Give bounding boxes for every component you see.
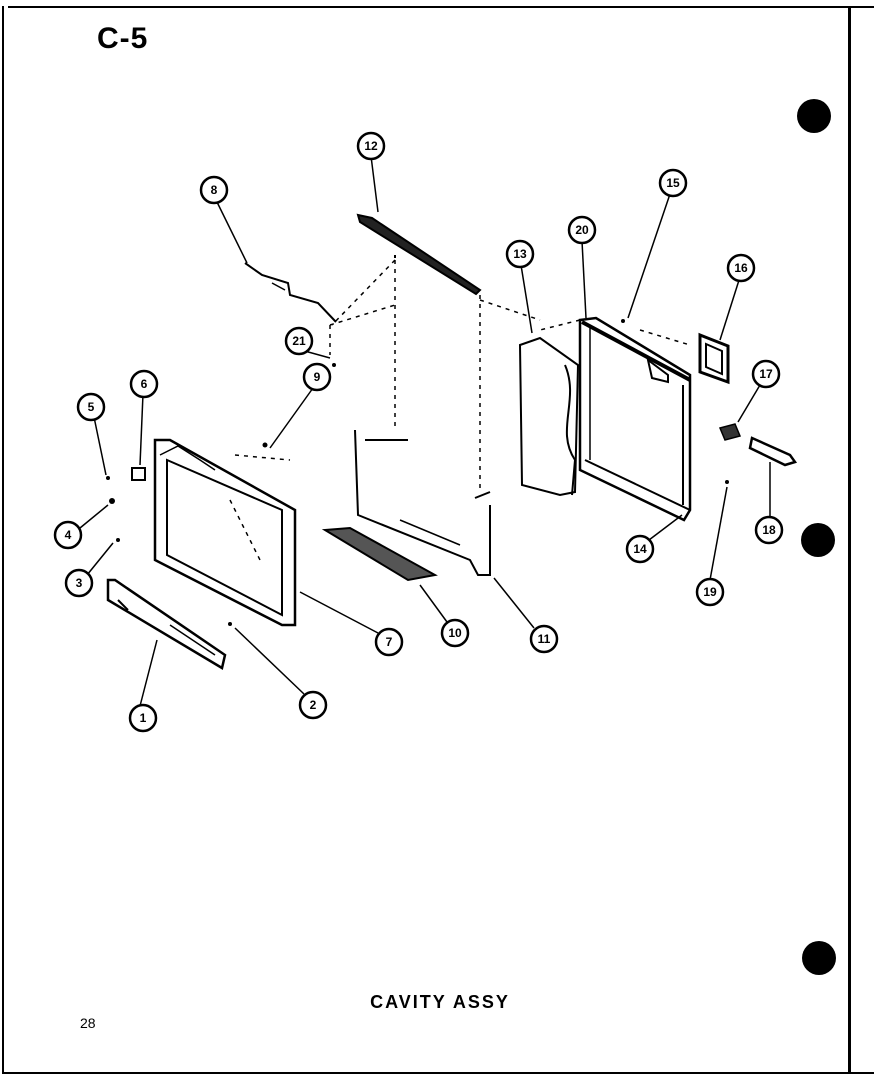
callout-4: 4	[53, 520, 83, 550]
sheet-id: C-5	[97, 22, 149, 55]
callouts: 1 2 3 4 5 6 7 8 9 10 11 12 13 14 15 16 1…	[53, 131, 784, 733]
callout-5: 5	[76, 392, 106, 422]
svg-text:15: 15	[666, 176, 680, 190]
cavity-phantom-lines	[229, 259, 691, 561]
part-control-panel	[106, 578, 227, 670]
svg-text:6: 6	[141, 377, 148, 391]
part-gasket	[698, 332, 730, 385]
callout-3: 3	[64, 568, 94, 598]
svg-text:21: 21	[292, 334, 306, 348]
svg-text:7: 7	[386, 635, 393, 649]
part-rear-panel	[354, 429, 491, 576]
svg-text:1: 1	[140, 711, 147, 725]
callout-6: 6	[129, 369, 159, 399]
part-bracket	[131, 467, 146, 481]
callout-14: 14	[625, 534, 655, 564]
svg-text:17: 17	[759, 367, 773, 381]
svg-text:11: 11	[538, 632, 551, 646]
callout-1: 1	[128, 703, 158, 733]
svg-text:10: 10	[448, 626, 462, 640]
callout-21: 21	[284, 326, 314, 356]
punch-hole-top	[797, 99, 831, 133]
svg-text:16: 16	[734, 261, 748, 275]
callout-17: 17	[751, 359, 781, 389]
punch-hole-middle	[801, 523, 835, 557]
svg-text:13: 13	[513, 247, 527, 261]
callout-20: 20	[567, 215, 597, 245]
callout-15: 15	[658, 168, 688, 198]
callout-10: 10	[440, 618, 470, 648]
leader-lines	[79, 155, 771, 707]
punch-hole-bottom	[802, 941, 836, 975]
svg-text:8: 8	[211, 183, 218, 197]
page-number: 28	[80, 1015, 96, 1031]
part-left-panel	[244, 262, 337, 323]
callout-16: 16	[726, 253, 756, 283]
svg-text:9: 9	[314, 370, 321, 384]
frame-left-line	[2, 6, 4, 1074]
screws	[106, 319, 729, 626]
frame-top-line	[8, 6, 874, 8]
part-side-panel	[578, 316, 692, 522]
callout-12: 12	[356, 131, 386, 161]
callout-8: 8	[199, 175, 229, 205]
part-switch	[718, 423, 742, 441]
svg-text:3: 3	[76, 576, 83, 590]
svg-text:4: 4	[65, 528, 72, 542]
svg-text:18: 18	[762, 523, 776, 537]
svg-text:19: 19	[703, 585, 717, 599]
frame-right-line	[848, 6, 851, 1074]
svg-text:5: 5	[88, 400, 95, 414]
svg-text:20: 20	[575, 223, 589, 237]
svg-text:2: 2	[310, 698, 317, 712]
callout-11: 11	[529, 624, 559, 654]
part-top-panel	[356, 213, 482, 296]
diagram-caption: CAVITY ASSY	[370, 992, 510, 1012]
frame-bottom-line	[4, 1072, 874, 1074]
part-front-frame	[153, 438, 297, 627]
part-insulation	[518, 336, 580, 497]
callout-13: 13	[505, 239, 535, 269]
part-grille	[321, 526, 438, 582]
callout-2: 2	[298, 690, 328, 720]
callout-9: 9	[302, 362, 332, 392]
callout-19: 19	[695, 577, 725, 607]
callout-18: 18	[754, 515, 784, 545]
part-lamp	[748, 436, 798, 467]
svg-text:12: 12	[364, 139, 378, 153]
svg-text:14: 14	[633, 542, 647, 556]
callout-7: 7	[374, 627, 404, 657]
